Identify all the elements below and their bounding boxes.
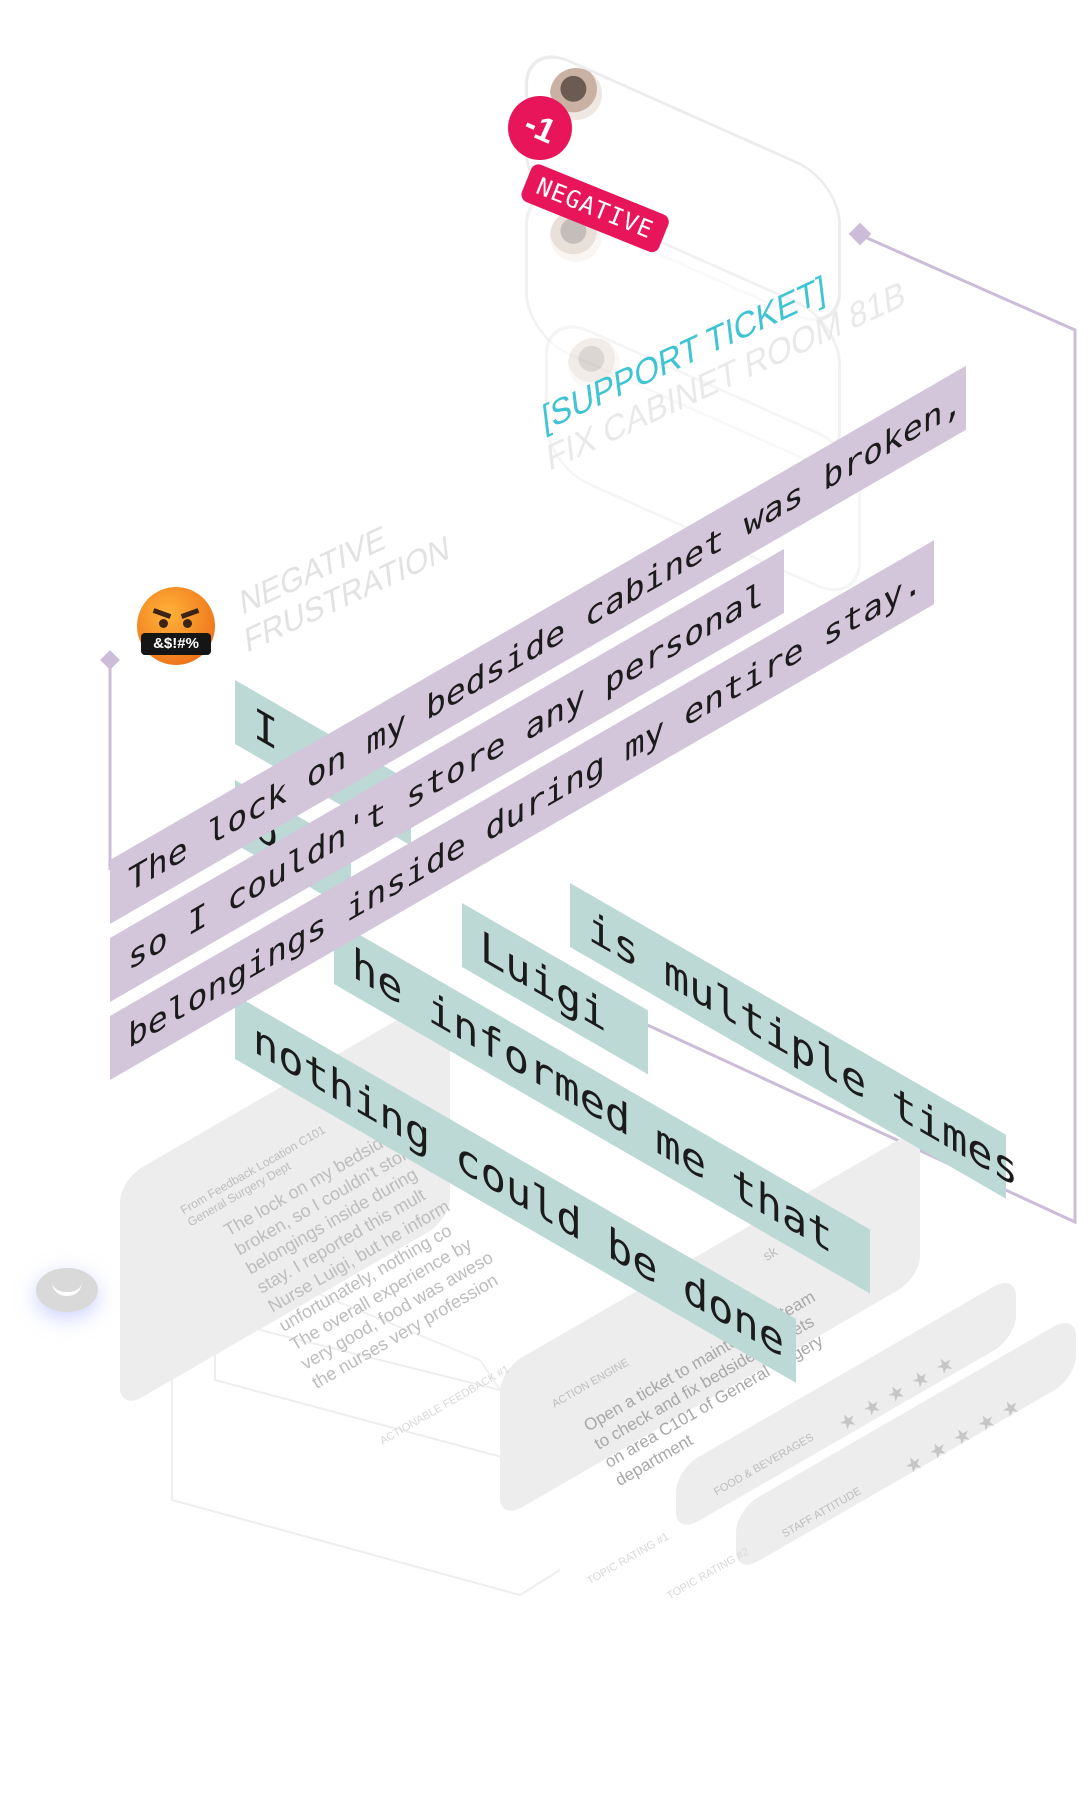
emoji-mask-text: &$!#% [141, 633, 211, 655]
chat-bubble-icon [36, 1268, 98, 1312]
avatar [568, 338, 620, 390]
angry-face-icon: &$!#% [137, 587, 215, 665]
